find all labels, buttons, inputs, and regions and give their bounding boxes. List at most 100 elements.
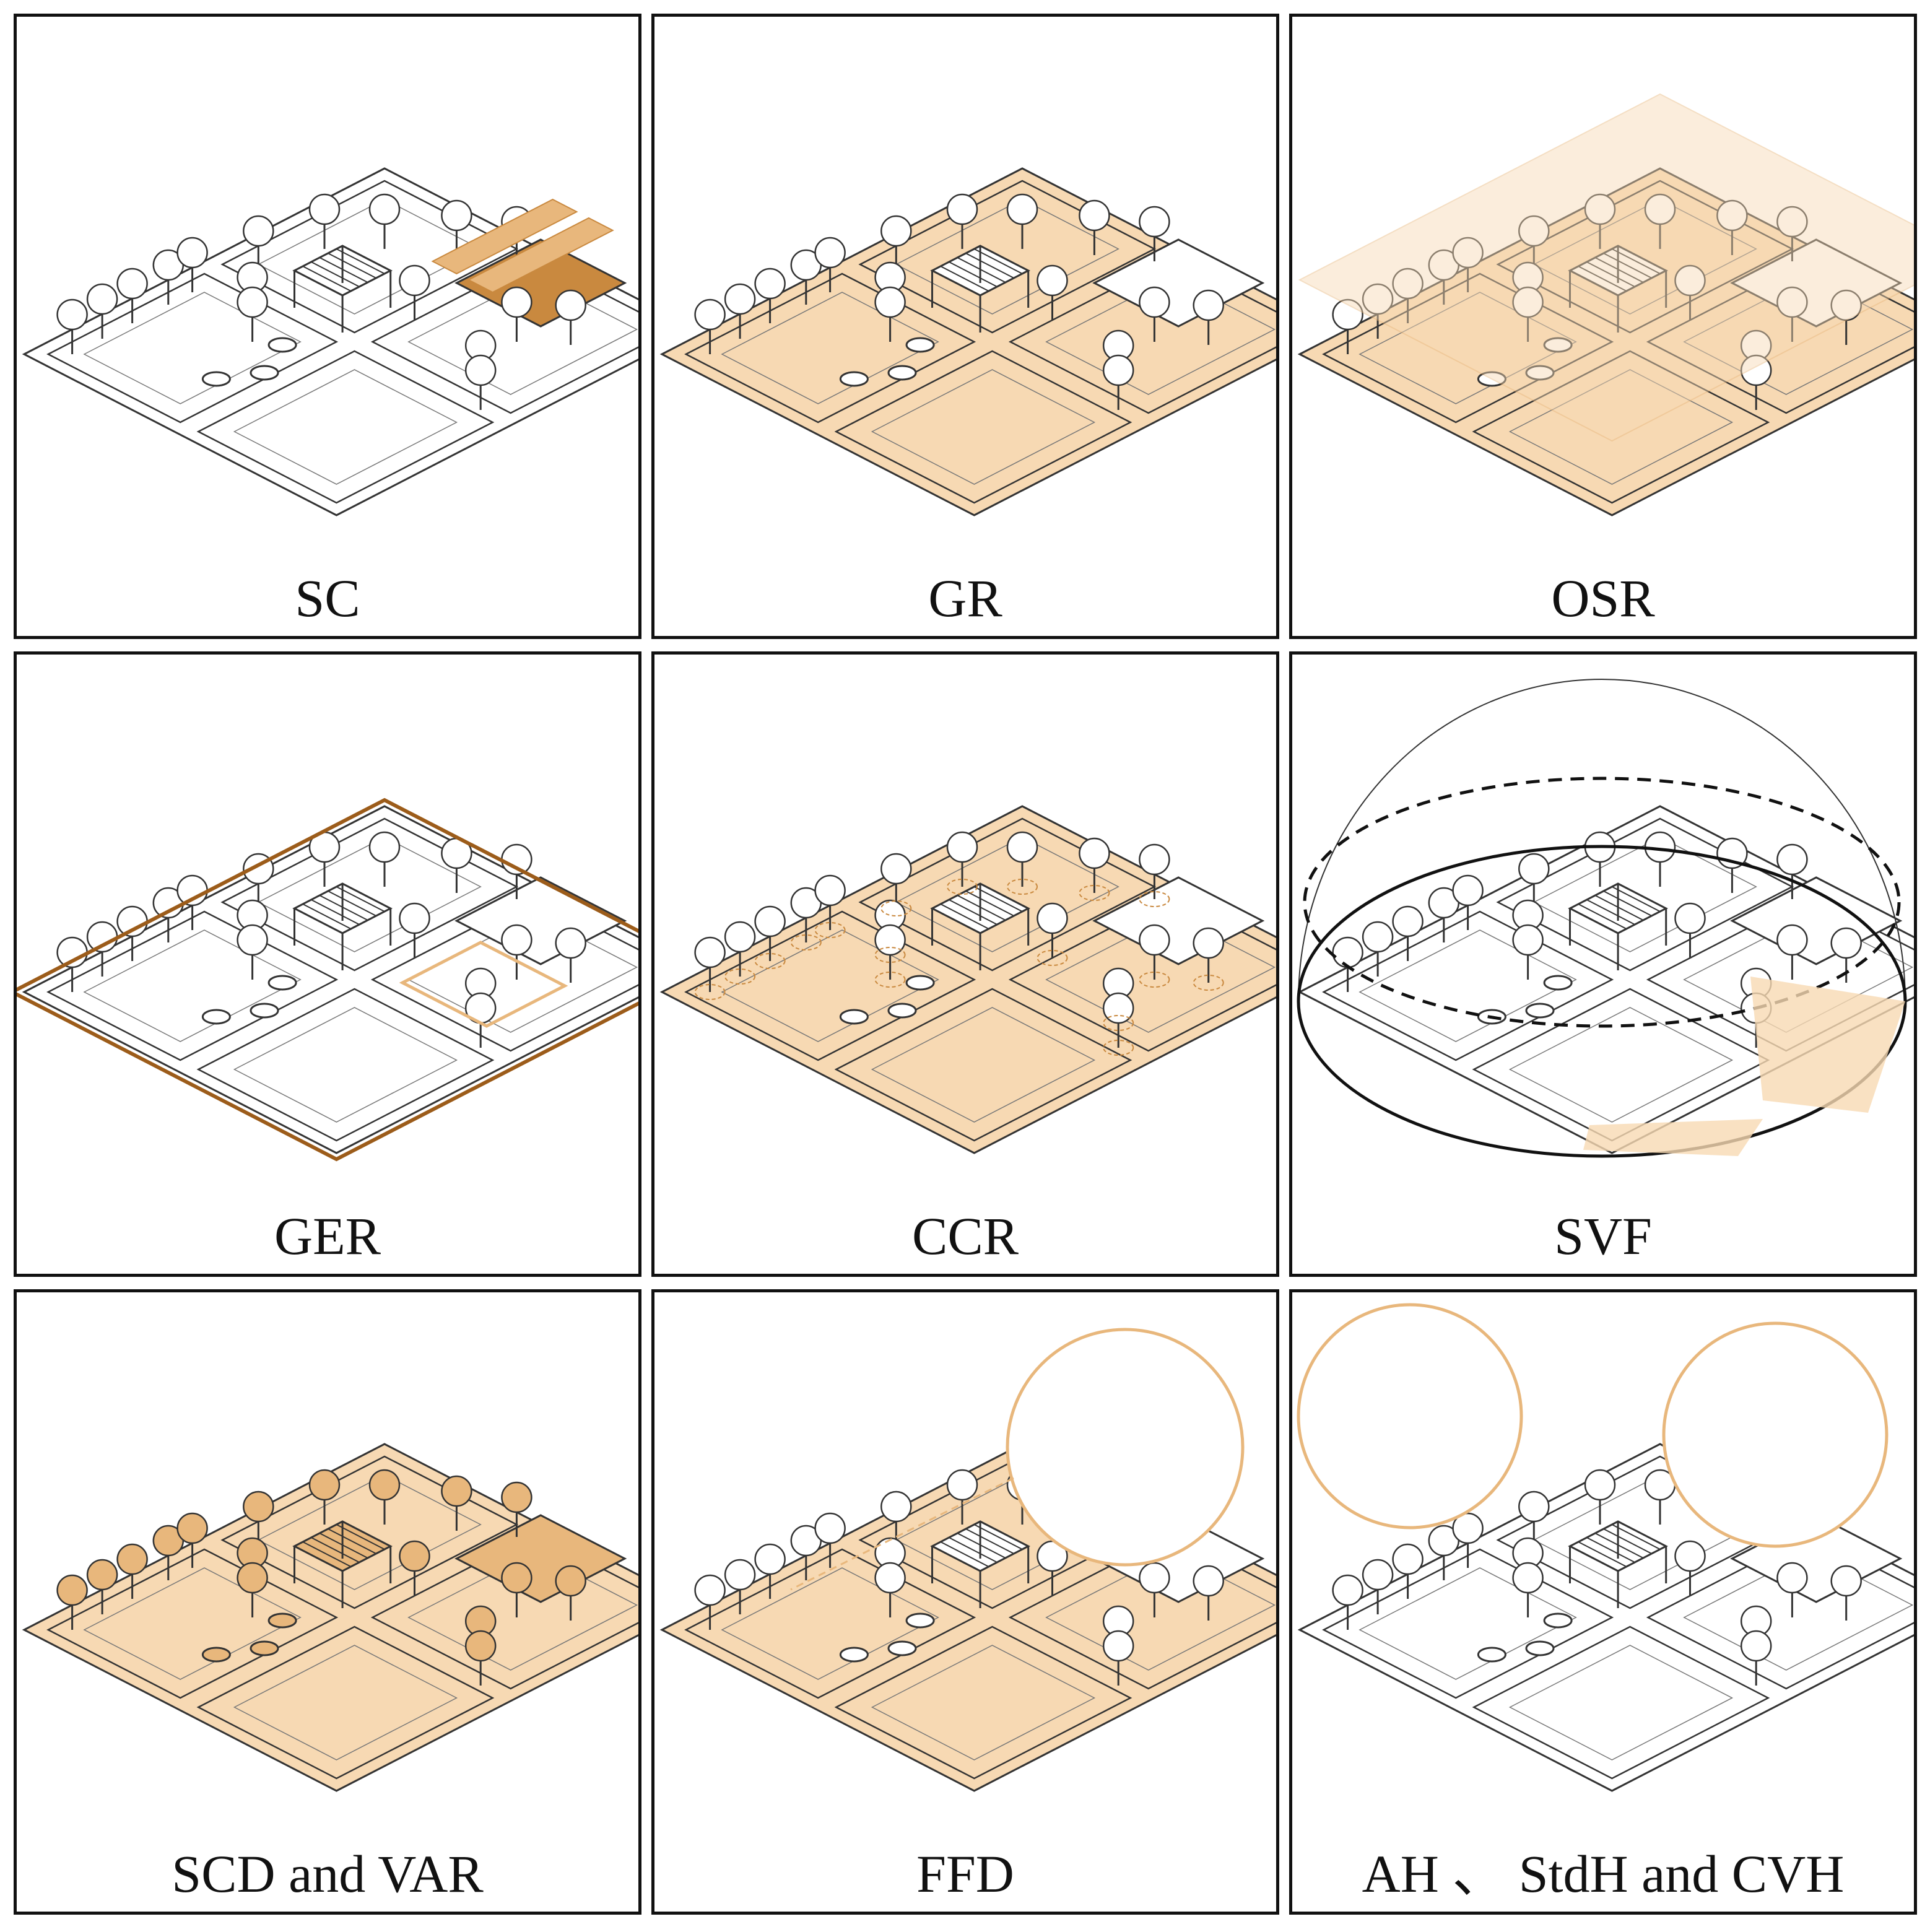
tree-planter <box>887 1003 917 1019</box>
site-plot-inner <box>1532 199 1757 315</box>
pergola-slat <box>302 903 352 929</box>
tree-planter <box>1525 1640 1555 1656</box>
tree-canopy <box>880 215 912 247</box>
pergola-slat <box>328 890 376 916</box>
tree-canopy <box>1139 1562 1170 1594</box>
pergola-slat <box>1586 261 1635 287</box>
pergola-slat <box>311 261 360 287</box>
tree-canopy <box>1139 286 1170 318</box>
tree-canopy <box>1332 298 1363 331</box>
tree-canopy <box>946 193 978 225</box>
site-plot <box>684 910 976 1061</box>
canopy-projection <box>724 968 756 985</box>
canopy-projection <box>790 934 822 951</box>
tree-canopy <box>464 1630 497 1662</box>
tree-canopy <box>1830 1565 1862 1597</box>
pergola-slat <box>932 270 981 296</box>
tree-canopy <box>1830 289 1862 321</box>
canopy-projection <box>1139 972 1170 988</box>
tree-canopy <box>724 283 756 315</box>
tree-canopy <box>1512 286 1544 318</box>
tree-canopy <box>1079 199 1110 232</box>
tree-canopy <box>1139 924 1170 956</box>
pergola-slat <box>1578 903 1627 929</box>
tree-planter <box>905 337 935 353</box>
tree-canopy <box>1139 843 1170 876</box>
tree-canopy <box>1776 843 1808 876</box>
pergola-slat <box>940 266 989 292</box>
tree-canopy <box>1392 268 1424 300</box>
tree-canopy <box>1740 354 1772 386</box>
pergola-slat <box>1570 1546 1619 1572</box>
pergola-slat <box>328 1528 376 1554</box>
scene-sc <box>22 167 638 516</box>
zoom-leader <box>790 1477 1014 1591</box>
tree-canopy <box>464 354 497 386</box>
site-plot-inner <box>233 1007 458 1123</box>
tree-canopy <box>1362 921 1394 953</box>
pergola-slat <box>1586 899 1635 925</box>
site-plot <box>834 988 1132 1142</box>
tree-canopy <box>1584 193 1616 225</box>
tree-planter <box>1543 975 1573 991</box>
pergola-slat <box>1594 257 1644 283</box>
site-plot-inner <box>83 292 302 404</box>
canopy-projection <box>880 900 912 916</box>
scene-ccr <box>659 805 1276 1154</box>
tree-planter <box>1543 337 1573 353</box>
tree-canopy <box>1362 1559 1394 1591</box>
tree-planter <box>905 1612 935 1629</box>
tree-canopy <box>724 1559 756 1591</box>
canopy-projection <box>874 947 906 963</box>
tree-canopy <box>946 831 978 863</box>
tree-canopy <box>1037 264 1068 297</box>
tree-canopy <box>1193 289 1224 321</box>
tree-planter <box>1525 1003 1555 1019</box>
tree-canopy <box>1102 1630 1134 1662</box>
tree-canopy <box>501 1481 532 1513</box>
pergola-slat <box>319 257 368 283</box>
tree-planter <box>1477 1647 1506 1663</box>
tree-canopy <box>1776 286 1808 318</box>
scene-ger <box>17 798 638 1162</box>
tree-planter <box>267 975 297 991</box>
tree-canopy <box>754 905 786 938</box>
tree-planter <box>887 1640 917 1656</box>
tree-canopy <box>116 1543 148 1575</box>
tree-canopy <box>1452 237 1484 269</box>
tree-canopy <box>1518 853 1550 885</box>
site-plot <box>46 272 339 424</box>
pergola-slat <box>1611 1524 1661 1550</box>
tree-canopy <box>814 874 846 907</box>
tree-canopy <box>694 936 726 968</box>
site-plot <box>684 1548 976 1699</box>
pergola-slat <box>336 248 385 274</box>
green-extent-outline <box>17 798 638 1162</box>
canopy-projection <box>1037 950 1068 966</box>
zoom-circle <box>1662 1321 1889 1548</box>
tree-canopy <box>555 1565 586 1597</box>
pergola-slat <box>1594 895 1644 921</box>
canopy-projection <box>1103 1015 1134 1031</box>
tree-canopy <box>237 924 268 956</box>
tree-canopy <box>754 1543 786 1575</box>
tree-canopy <box>874 924 906 956</box>
tree-canopy <box>724 921 756 953</box>
pergola-slat <box>1603 253 1652 279</box>
facade-plane <box>467 217 614 294</box>
canopy-projection <box>1007 879 1038 895</box>
tree-canopy <box>1518 1490 1550 1523</box>
facade-plane <box>431 198 578 275</box>
tree-canopy <box>56 298 88 331</box>
panel-ah: AH 、 StdH and CVH <box>1289 1289 1917 1915</box>
pergola-slat <box>1603 890 1652 916</box>
tree-planter <box>267 1612 297 1629</box>
isometric-site <box>1297 93 1914 516</box>
tree-canopy <box>116 268 148 300</box>
tree-canopy <box>1037 902 1068 934</box>
site-plot <box>684 272 976 424</box>
pergola-slat <box>294 908 343 934</box>
tree-canopy <box>1392 905 1424 938</box>
tree-canopy <box>1830 927 1862 959</box>
canopy-projection <box>694 984 726 1000</box>
